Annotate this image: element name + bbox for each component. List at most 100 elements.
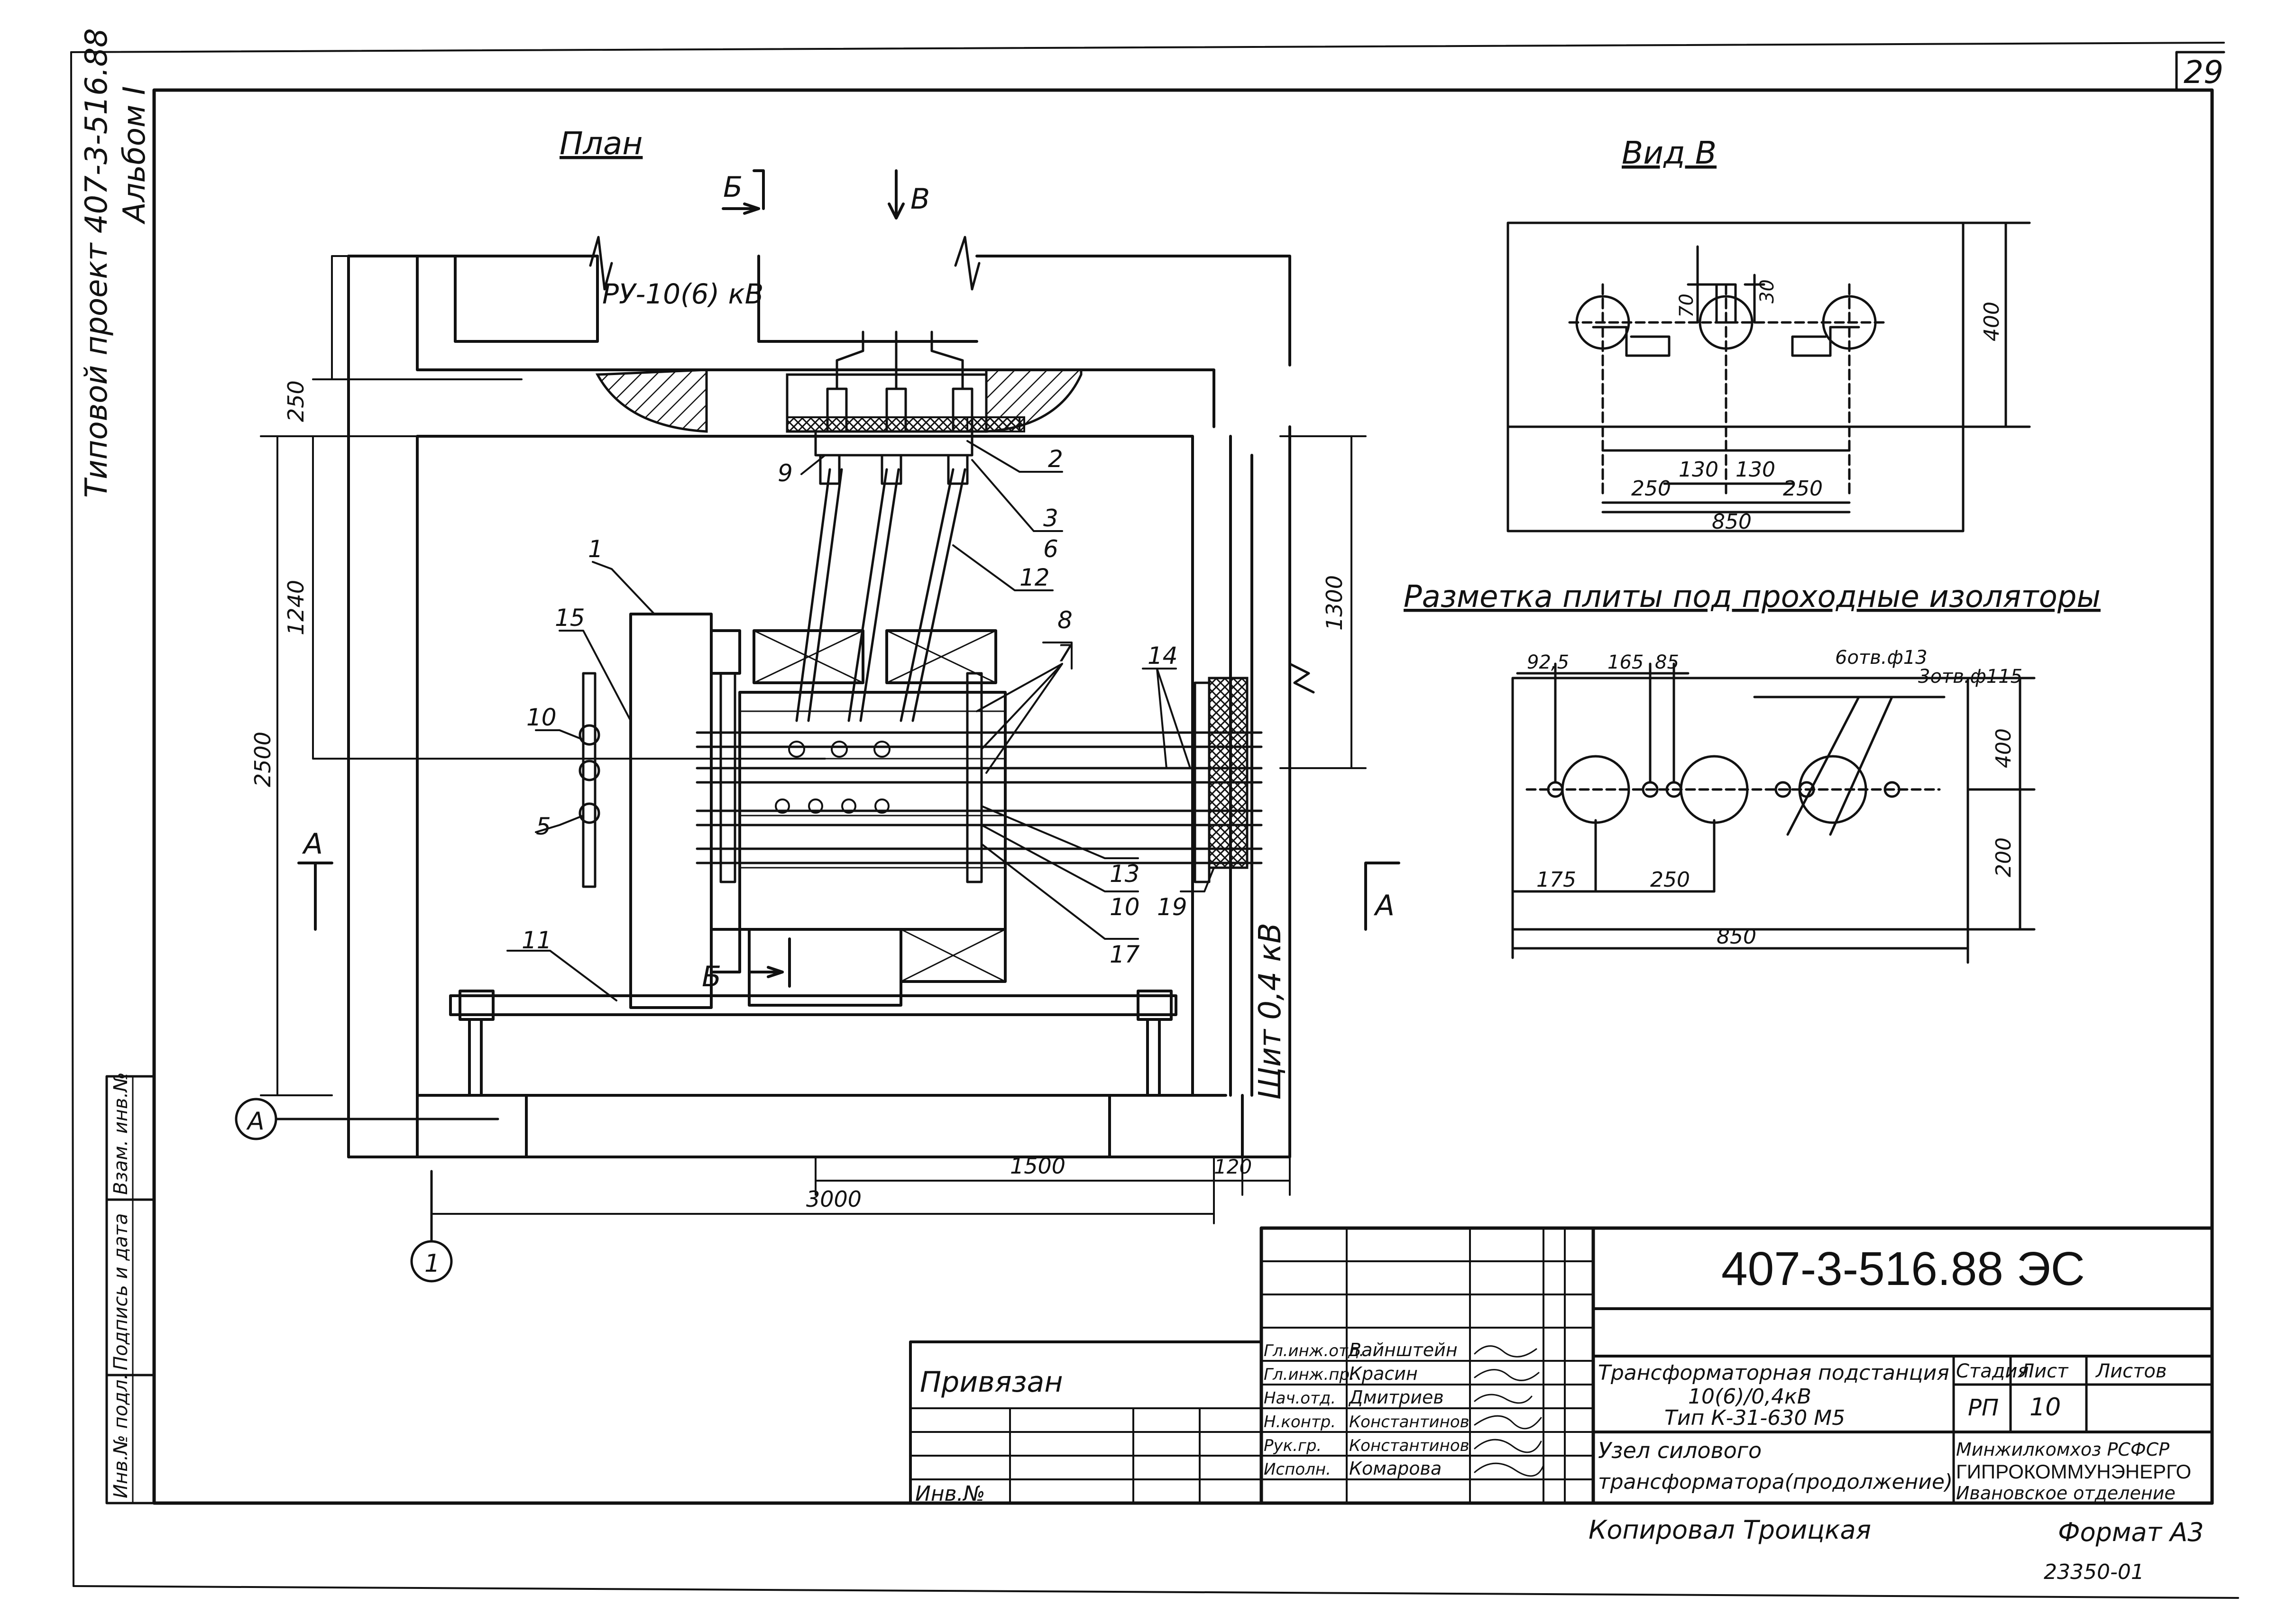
callout-numbers: 1 15 10 5 9 2 3 6 12 8 7 14 13 10 17 19 …	[522, 445, 1187, 968]
org-line-2: ГИПРОКОММУНЭНЕРГО	[1956, 1460, 2191, 1483]
section-b-top: Б	[723, 171, 743, 204]
side-inv-no: Инв.№ подл.	[110, 1374, 132, 1498]
mk-dim-250: 250	[1650, 868, 1690, 892]
title-block	[909, 1226, 2214, 1505]
view-v-marker: В	[910, 183, 930, 216]
left-bracket	[579, 672, 600, 888]
callout-12: 12	[1019, 564, 1050, 591]
callout-2: 2	[1048, 445, 1063, 473]
side-stamp	[105, 1075, 156, 1505]
break-line	[589, 236, 613, 291]
name-3: Константинов	[1349, 1413, 1469, 1431]
dim-2500: 2500	[250, 732, 276, 787]
panel-label: Щит 0,4 кВ	[1253, 923, 1288, 1100]
name-5: Комарова	[1349, 1458, 1442, 1479]
mk-dim-85: 85	[1655, 651, 1679, 673]
role-4: Рук.гр.	[1264, 1436, 1322, 1455]
mk-dim-850: 850	[1717, 925, 1756, 949]
vv-dim-250a: 250	[1631, 477, 1671, 501]
callout-5: 5	[536, 813, 551, 840]
sheets-label: Листов	[2095, 1360, 2167, 1382]
name-4: Константинов	[1349, 1436, 1469, 1455]
vv-dim-250b: 250	[1783, 477, 1823, 501]
lv-busbars	[696, 672, 1263, 883]
role-0: Гл.инж.отд.	[1264, 1341, 1364, 1360]
marking-holes-large: 3отв.ф115	[1918, 666, 2022, 688]
mk-dim-200: 200	[1992, 837, 2016, 877]
section-markers	[297, 169, 1400, 988]
room-walls	[347, 255, 1291, 1158]
marking-title: Разметка плиты под проходные изоляторы	[1404, 579, 2101, 615]
section-b-bottom: Б	[702, 960, 721, 993]
marking-holes-small: 6отв.ф13	[1835, 647, 1928, 669]
callout-8: 8	[1057, 606, 1073, 634]
plan-view: План РУ-10(6) кВ	[235, 125, 1400, 1283]
archive-number: 23350-01	[2044, 1560, 2144, 1584]
drawing-code: 407-3-516.88 ЭС	[1721, 1242, 2085, 1295]
callout-6: 6	[1043, 535, 1058, 563]
vertical-project-text: Типовой проект 407-3-516.88	[79, 28, 114, 498]
callout-7: 7	[1057, 640, 1073, 667]
name-1: Красин	[1349, 1363, 1418, 1384]
side-replace-inv: Взам. инв.№	[110, 1072, 132, 1195]
description-line-3: Тип К-31-630 М5	[1664, 1406, 1845, 1430]
axis-a-label: А	[246, 1107, 265, 1136]
vv-dim-130a: 130	[1679, 458, 1718, 482]
hv-busbars	[795, 468, 966, 722]
view-v-title: Вид В	[1622, 135, 1717, 171]
stage-label: Стадия	[1956, 1360, 2029, 1382]
callout-1: 1	[588, 535, 603, 563]
dim-120: 120	[1214, 1155, 1252, 1178]
org-line-3: Ивановское отделение	[1956, 1483, 2176, 1504]
role-2: Нач.отд.	[1264, 1389, 1336, 1408]
vv-dim-850: 850	[1712, 510, 1752, 534]
inv-no-label: Инв.№	[915, 1482, 985, 1506]
name-0: Вайнштейн	[1349, 1340, 1458, 1360]
callout-10b: 10	[1110, 893, 1140, 921]
sheet-value: 10	[2030, 1393, 2061, 1422]
vv-dim-70: 70	[1676, 294, 1698, 318]
plan-title: План	[560, 125, 643, 162]
bound-to-label: Привязан	[920, 1366, 1063, 1399]
vv-dim-130b: 130	[1736, 458, 1775, 482]
dimension-lines	[260, 255, 1367, 1224]
section-a-left: А	[302, 827, 323, 861]
dim-1300: 1300	[1322, 575, 1347, 631]
vv-dim-400: 400	[1980, 302, 2004, 341]
role-3: Н.контр.	[1264, 1413, 1336, 1431]
sheet-number: 29	[2184, 54, 2223, 91]
callout-3: 3	[1043, 505, 1058, 532]
callout-17: 17	[1110, 941, 1140, 968]
axis-markers	[235, 1098, 499, 1283]
callout-leaders	[506, 440, 1215, 1001]
axis-1-label: 1	[424, 1249, 440, 1278]
panel-insulator	[1208, 677, 1249, 869]
signature-scribbles	[1474, 1345, 1544, 1477]
callout-13: 13	[1110, 860, 1140, 888]
stage-value: РП	[1968, 1395, 1999, 1421]
role-5: Исполн.	[1264, 1460, 1331, 1479]
copied-by: Копировал Троицкая	[1589, 1515, 1871, 1545]
mk-dim-165: 165	[1607, 651, 1644, 673]
hatched-slab	[595, 368, 708, 433]
role-1: Гл.инж.пр.	[1264, 1365, 1355, 1384]
name-2: Дмитриев	[1348, 1387, 1444, 1408]
side-sign-date: Подпись и дата	[110, 1213, 132, 1370]
org-line-1: Минжилкомхоз РСФСР	[1956, 1439, 2169, 1460]
dim-3000: 3000	[806, 1186, 862, 1212]
callout-11: 11	[522, 927, 552, 954]
format-label: Формат А3	[2058, 1517, 2204, 1547]
plate-marking: Разметка плиты под проходные изоляторы 6…	[1404, 579, 2101, 964]
callout-14: 14	[1148, 642, 1178, 670]
sheet-label: Лист	[2019, 1360, 2069, 1382]
description-line-2: 10(6)/0,4кВ	[1688, 1385, 1811, 1409]
cable-tray	[449, 990, 1177, 1097]
bushing-gasket	[966, 416, 1020, 432]
vv-dim-30: 30	[1756, 279, 1778, 303]
dim-250: 250	[283, 380, 309, 422]
vertical-album-text: Альбом I	[117, 86, 152, 225]
break-line	[954, 236, 981, 291]
switchgear-label: РУ-10(6) кВ	[602, 278, 763, 310]
terminal-dots	[775, 741, 891, 814]
drawing-name-line-2: трансформатора(продолжение)	[1598, 1470, 1953, 1494]
